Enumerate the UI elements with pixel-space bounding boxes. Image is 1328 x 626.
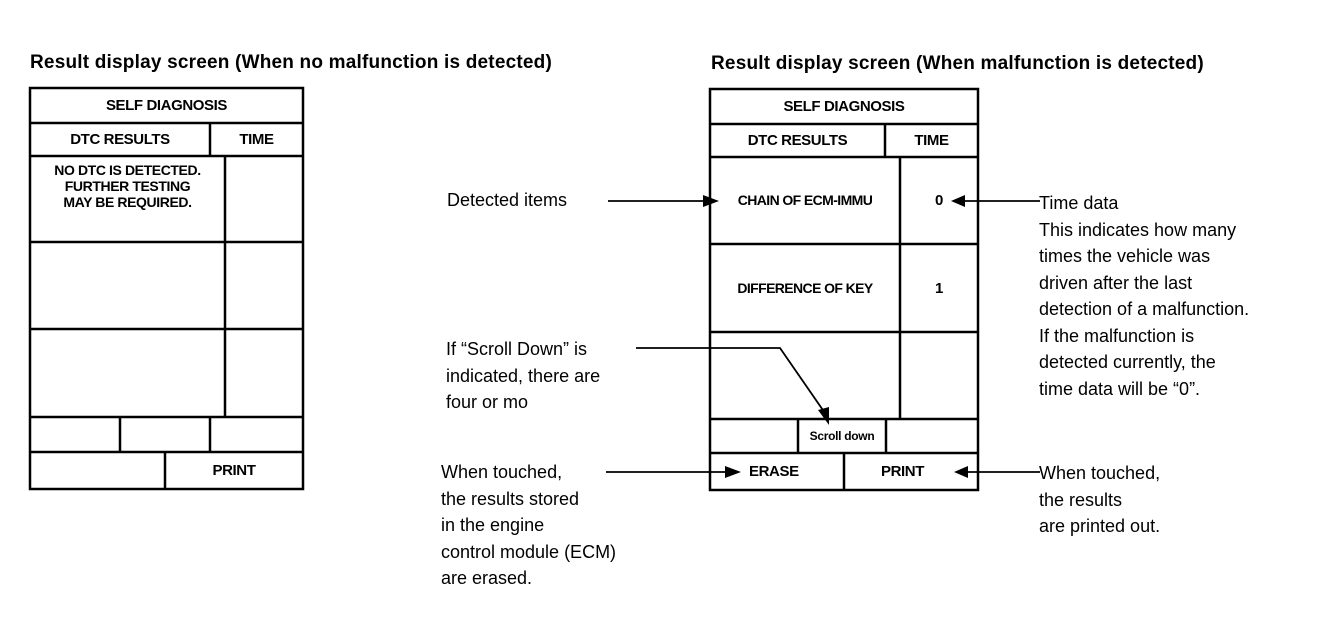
right-row-1-dtc[interactable]: CHAIN OF ECM-IMMU [737, 192, 873, 208]
left-erase-slot [30, 452, 165, 489]
right-row-2-time: 1 [935, 279, 943, 297]
left-col-time-header: TIME [239, 131, 274, 148]
right-row-1-time: 0 [935, 192, 943, 209]
time-data-note: Time data This indicates how many times … [1039, 193, 1250, 399]
right-row-2-dtc[interactable]: DIFFERENCE OF KEY [737, 279, 873, 296]
left-nav-cell-1 [30, 417, 120, 452]
detected-items-label: Detected items [447, 190, 568, 210]
scroll-down-note: If “Scroll Down” is indicated, there are… [446, 339, 601, 412]
print-note: When touched, the results are printed ou… [1039, 463, 1161, 536]
left-title: SELF DIAGNOSIS [105, 97, 228, 114]
left-print-button[interactable]: PRINT [212, 462, 256, 479]
left-col-dtc-header: DTC RESULTS [70, 131, 170, 148]
left-row-3-time [225, 329, 303, 417]
left-nav-cell-2 [120, 417, 210, 452]
right-panel-heading: Result display screen (When malfunction … [711, 53, 1204, 74]
scroll-down-button[interactable]: Scroll down [809, 428, 875, 443]
left-row-3-dtc [30, 329, 225, 417]
right-nav-cell-left [710, 419, 798, 453]
right-col-time-header: TIME [914, 132, 949, 149]
right-row-3-dtc [710, 332, 900, 419]
right-row-3-time [900, 332, 978, 419]
right-print-button[interactable]: PRINT [881, 463, 925, 480]
erase-button[interactable]: ERASE [749, 463, 799, 480]
left-row-1-time [225, 156, 303, 242]
right-title: SELF DIAGNOSIS [783, 98, 905, 115]
left-panel-heading: Result display screen (When no malfuncti… [30, 52, 552, 73]
left-row-2-time [225, 242, 303, 329]
erase-note: When touched, the results stored in the … [441, 462, 617, 588]
left-nav-cell-3 [210, 417, 303, 452]
right-col-dtc-header: DTC RESULTS [747, 132, 848, 149]
left-row-2-dtc [30, 242, 225, 329]
right-nav-cell-right [886, 419, 978, 453]
left-row-1-dtc [30, 156, 225, 242]
